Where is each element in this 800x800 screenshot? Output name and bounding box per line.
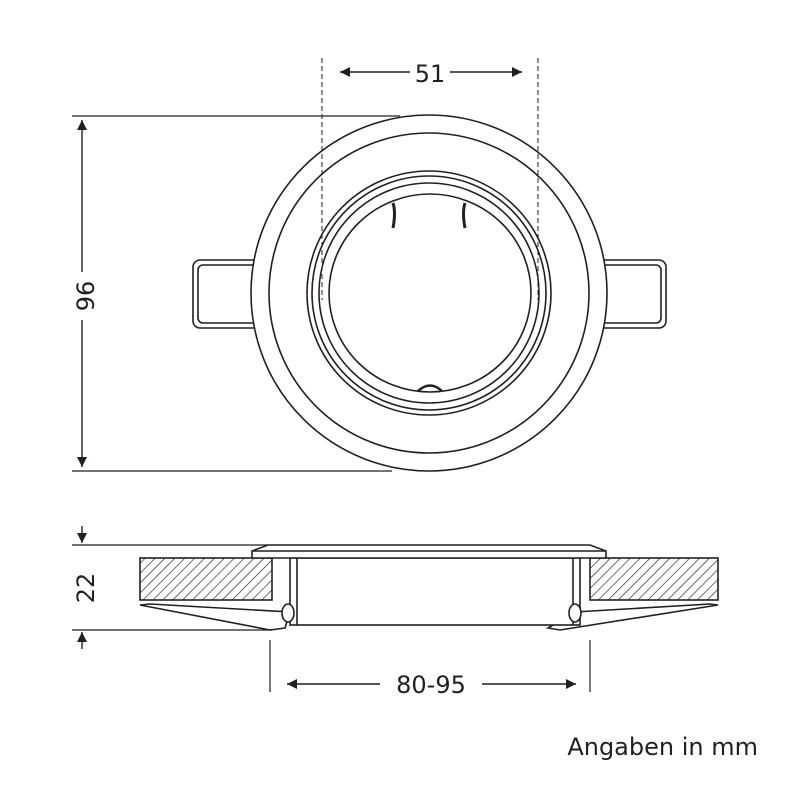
lamp-ring-outer bbox=[306, 170, 552, 416]
ceiling-right bbox=[589, 557, 719, 601]
lamp-opening bbox=[328, 193, 532, 393]
housing-body bbox=[289, 557, 581, 626]
dimension-label-80-95: 80-95 bbox=[396, 671, 466, 699]
spring-clip-right bbox=[462, 202, 467, 229]
dimension-51: 51 bbox=[321, 58, 539, 300]
bezel-ring bbox=[268, 132, 590, 454]
dimension-label-96: 96 bbox=[72, 281, 100, 312]
top-view bbox=[192, 114, 667, 472]
outer-rim bbox=[250, 114, 608, 472]
side-view bbox=[139, 544, 719, 631]
dimension-96: 96 bbox=[72, 115, 400, 472]
dimension-label-51: 51 bbox=[415, 60, 446, 88]
dimension-22: 22 bbox=[72, 526, 272, 649]
spring-clip-left bbox=[391, 202, 396, 229]
retaining-clip bbox=[417, 384, 443, 392]
spring-left bbox=[139, 603, 292, 631]
dimension-label-22: 22 bbox=[72, 573, 100, 604]
ceiling-left bbox=[139, 557, 273, 601]
dimension-80-95: 80-95 bbox=[269, 640, 591, 699]
units-note: Angaben in mm bbox=[567, 733, 758, 761]
